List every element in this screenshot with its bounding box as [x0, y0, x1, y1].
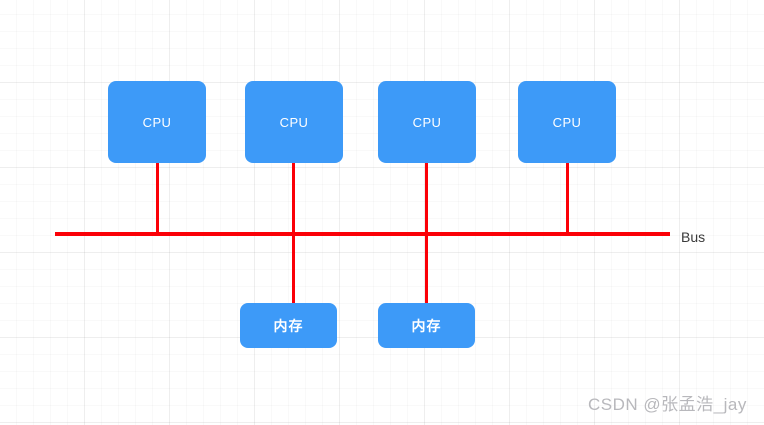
connector-cpu-1 [156, 163, 159, 234]
watermark: CSDN @张孟浩_jay [588, 395, 747, 414]
node-cpu-4-label: CPU [552, 114, 582, 130]
node-memory-1[interactable]: 内存 [240, 303, 337, 348]
bus-label: Bus [681, 229, 706, 245]
node-cpu-3[interactable]: CPU [378, 81, 476, 163]
bus-line [55, 232, 670, 236]
node-cpu-1-label: CPU [142, 114, 172, 130]
node-cpu-4[interactable]: CPU [518, 81, 616, 163]
node-memory-1-label: 内存 [273, 317, 304, 334]
node-cpu-3-label: CPU [412, 114, 442, 130]
node-cpu-2[interactable]: CPU [245, 81, 343, 163]
connector-memory-1 [292, 234, 295, 303]
connector-cpu-2 [292, 163, 295, 234]
node-memory-2-label: 内存 [411, 317, 442, 334]
node-cpu-2-label: CPU [279, 114, 309, 130]
node-memory-2[interactable]: 内存 [378, 303, 475, 348]
connector-memory-2 [425, 234, 428, 303]
node-cpu-1[interactable]: CPU [108, 81, 206, 163]
connector-cpu-3 [425, 163, 428, 234]
connector-cpu-4 [566, 163, 569, 234]
